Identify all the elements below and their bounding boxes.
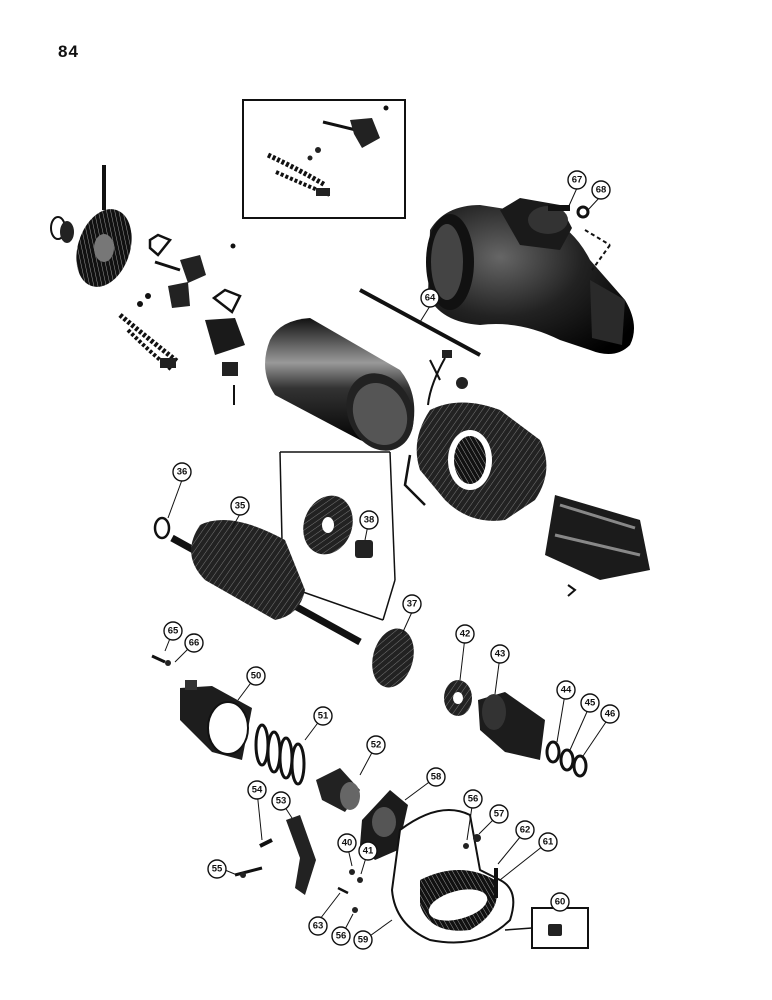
callout-group: 67 68 64 36 35 38 37 65 66 50 51 52 42 4…: [163, 170, 620, 950]
svg-text:59: 59: [358, 935, 369, 946]
callout-38: 38: [359, 510, 379, 530]
pole-shoes: [545, 495, 650, 597]
svg-text:40: 40: [342, 838, 353, 849]
plunger-spring: [254, 723, 306, 786]
armature: [153, 516, 362, 646]
svg-text:51: 51: [318, 711, 329, 722]
thrust-washer: [372, 628, 414, 688]
brush-holder-parts: [118, 233, 245, 405]
solenoid-screw: [151, 654, 171, 666]
callout-58: 58: [426, 767, 446, 787]
starter-assembly: [426, 198, 634, 354]
callout-63: 63: [308, 916, 328, 936]
callout-66: 66: [184, 633, 204, 653]
callout-59: 59: [353, 930, 373, 950]
svg-text:43: 43: [495, 649, 506, 660]
callout-52: 52: [366, 735, 386, 755]
callout-53: 53: [271, 791, 291, 811]
callout-42: 42: [455, 624, 475, 644]
callout-51: 51: [313, 706, 333, 726]
drive-assembly: [444, 680, 588, 778]
svg-text:44: 44: [561, 685, 572, 696]
plug-inset: [504, 907, 589, 949]
callout-67: 67: [567, 170, 587, 190]
svg-text:67: 67: [572, 175, 583, 186]
callout-56-lower: 56: [331, 926, 351, 946]
field-coils: [403, 350, 547, 521]
brush-lead-inset: [242, 99, 406, 219]
callout-55: 55: [207, 859, 227, 879]
callout-37: 37: [402, 594, 422, 614]
callout-41: 41: [358, 841, 378, 861]
callout-62: 62: [515, 820, 535, 840]
solenoid: [180, 680, 252, 760]
callout-61: 61: [538, 832, 558, 852]
svg-text:53: 53: [276, 796, 287, 807]
callout-65: 65: [163, 621, 183, 641]
svg-text:64: 64: [425, 293, 436, 304]
svg-text:61: 61: [543, 837, 554, 848]
drive-housing: [337, 809, 515, 944]
page-number: 84: [58, 42, 79, 61]
callout-56-upper: 56: [463, 789, 483, 809]
callout-54: 54: [247, 780, 267, 800]
svg-text:45: 45: [585, 698, 596, 709]
callout-44: 44: [556, 680, 576, 700]
svg-text:63: 63: [313, 921, 324, 932]
callout-43: 43: [490, 644, 510, 664]
commutator-end-frame: [50, 165, 132, 287]
svg-text:55: 55: [212, 864, 223, 875]
callout-46: 46: [600, 704, 620, 724]
svg-text:46: 46: [605, 709, 616, 720]
callout-57: 57: [489, 804, 509, 824]
callout-64: 64: [420, 288, 440, 308]
shift-lever: [234, 815, 316, 895]
plunger: [316, 768, 360, 812]
svg-text:58: 58: [431, 772, 442, 783]
svg-text:57: 57: [494, 809, 505, 820]
callout-45: 45: [580, 693, 600, 713]
callout-60: 60: [550, 892, 570, 912]
svg-text:50: 50: [251, 671, 262, 682]
svg-text:56: 56: [336, 931, 347, 942]
svg-text:35: 35: [235, 501, 246, 512]
svg-text:36: 36: [177, 467, 188, 478]
svg-text:56: 56: [468, 794, 479, 805]
svg-text:60: 60: [555, 897, 566, 908]
svg-text:41: 41: [363, 846, 374, 857]
svg-text:54: 54: [252, 785, 263, 796]
svg-text:68: 68: [596, 185, 607, 196]
callout-35: 35: [230, 496, 250, 516]
svg-text:65: 65: [168, 626, 179, 637]
callout-36: 36: [172, 462, 192, 482]
svg-text:38: 38: [364, 515, 375, 526]
svg-text:62: 62: [520, 825, 531, 836]
svg-text:52: 52: [371, 740, 382, 751]
callout-50: 50: [246, 666, 266, 686]
svg-text:37: 37: [407, 599, 418, 610]
svg-text:66: 66: [189, 638, 200, 649]
field-frame: [265, 288, 481, 451]
callout-68: 68: [591, 180, 611, 200]
svg-text:42: 42: [460, 629, 471, 640]
callout-40: 40: [337, 833, 357, 853]
